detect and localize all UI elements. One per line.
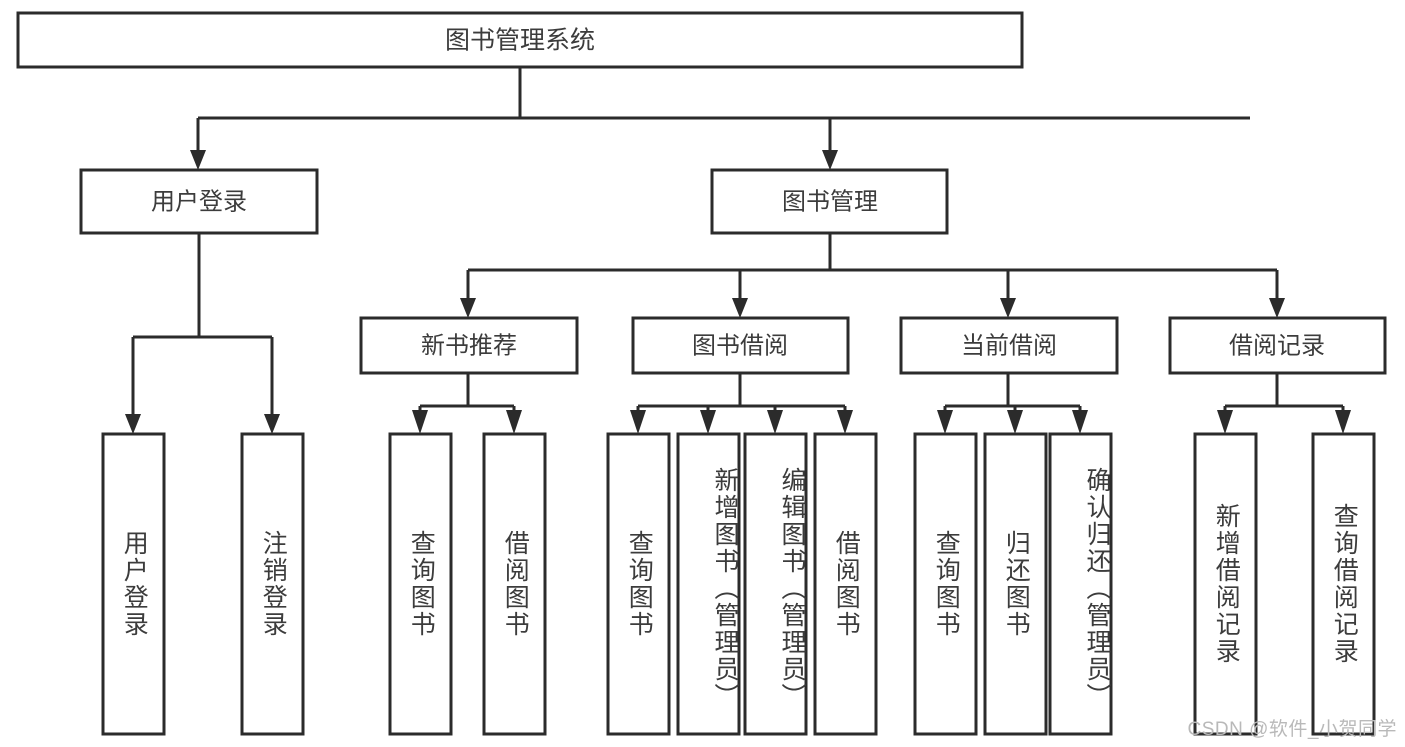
connector-root-to-level2 bbox=[190, 67, 1250, 170]
leaf-box-return-book[interactable] bbox=[983, 432, 1048, 736]
node-new-book-recommend[interactable]: 新书推荐 bbox=[359, 316, 579, 375]
connector-level2-to-level3 bbox=[460, 233, 1285, 318]
node-root-label: 图书管理系统 bbox=[445, 27, 595, 55]
node-new-book-recommend-label: 新书推荐 bbox=[421, 332, 517, 359]
leaf-box-add-borrow-record[interactable] bbox=[1193, 432, 1258, 736]
connector-newbook-to-leaves bbox=[412, 373, 522, 434]
leaf-box-edit-book-admin[interactable] bbox=[743, 432, 808, 736]
connector-borrow-to-leaves bbox=[630, 373, 853, 434]
leaf-box-query-borrow-record[interactable] bbox=[1311, 432, 1376, 736]
connector-user-login-to-leaves bbox=[125, 233, 280, 434]
node-current-borrow-label: 当前借阅 bbox=[961, 332, 1057, 359]
node-book-borrow[interactable]: 图书借阅 bbox=[631, 316, 850, 375]
leaf-box-logout[interactable] bbox=[240, 432, 305, 736]
leaf-box-query-book-3[interactable] bbox=[913, 432, 978, 736]
node-current-borrow[interactable]: 当前借阅 bbox=[899, 316, 1119, 375]
watermark-text: CSDN @软件_小贺同学 bbox=[1187, 719, 1397, 740]
node-user-login[interactable]: 用户登录 bbox=[79, 168, 319, 235]
leaf-box-add-book-admin[interactable] bbox=[676, 432, 741, 736]
leaf-box-query-book-2[interactable] bbox=[606, 432, 671, 736]
node-book-management[interactable]: 图书管理 bbox=[710, 168, 949, 235]
node-borrow-records-label: 借阅记录 bbox=[1229, 332, 1325, 359]
leaf-box-borrow-book-1[interactable] bbox=[482, 432, 547, 736]
node-borrow-records[interactable]: 借阅记录 bbox=[1168, 316, 1387, 375]
node-user-login-label: 用户登录 bbox=[151, 188, 247, 215]
leaf-box-user-login[interactable] bbox=[101, 432, 166, 736]
node-book-borrow-label: 图书借阅 bbox=[692, 332, 788, 359]
connector-current-to-leaves bbox=[937, 373, 1088, 434]
leaf-box-query-book-1[interactable] bbox=[388, 432, 453, 736]
node-root-system[interactable]: 图书管理系统 bbox=[16, 11, 1024, 69]
leaf-box-confirm-return-admin[interactable] bbox=[1048, 432, 1113, 736]
node-book-management-label: 图书管理 bbox=[782, 188, 878, 215]
leaf-box-borrow-book-2[interactable] bbox=[813, 432, 878, 736]
connector-records-to-leaves bbox=[1217, 373, 1351, 434]
